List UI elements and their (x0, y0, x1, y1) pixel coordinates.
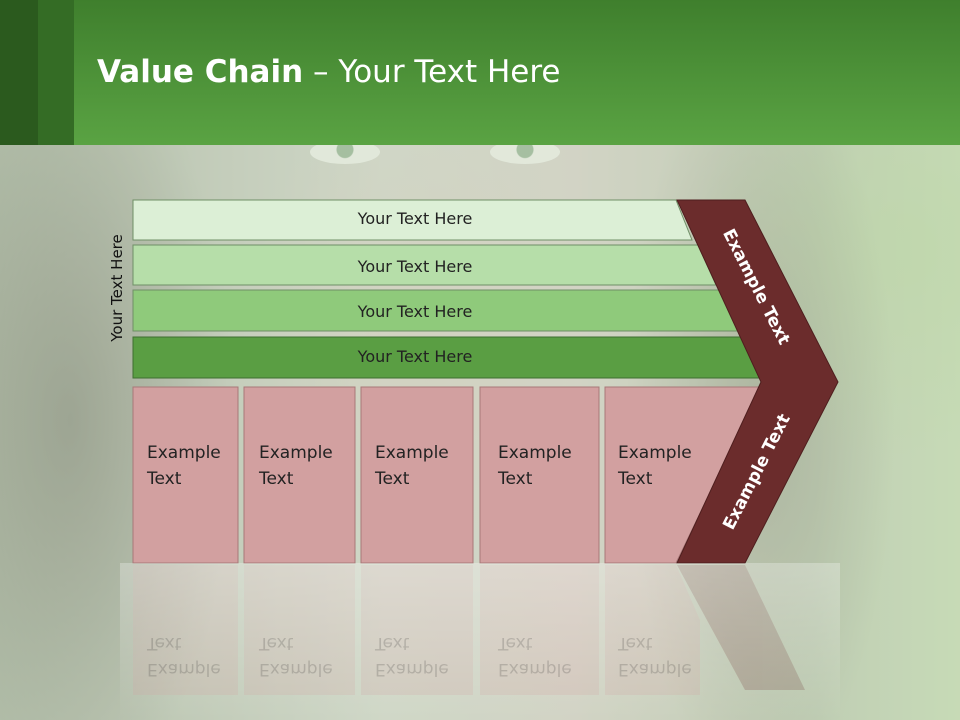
reflection-text-3: Example Text (375, 633, 449, 679)
row-label-3: Your Text Here (357, 302, 473, 321)
title-bold: Value Chain (97, 54, 304, 90)
reflection-text-4: Example Text (498, 633, 572, 679)
cell-box-1[interactable] (132, 386, 239, 564)
header-stripe-mid (38, 0, 74, 145)
title-rest: – Your Text Here (303, 54, 561, 90)
row-bar-1[interactable] (132, 199, 693, 241)
reflection-text-5: Example Text (618, 633, 692, 679)
reflection-text-2: Example Text (259, 633, 333, 679)
cell-box-2[interactable] (243, 386, 356, 564)
slide-title[interactable]: Value Chain – Your Text Here (97, 54, 560, 90)
reflection-text-1: Example Text (147, 633, 221, 679)
row-label-1: Your Text Here (357, 209, 473, 228)
header-stripe-dark (0, 0, 38, 145)
row-label-2: Your Text Here (357, 257, 473, 276)
title-bar: Value Chain – Your Text Here (0, 0, 960, 145)
reflection-fade (120, 563, 840, 720)
row-label-4: Your Text Here (357, 347, 473, 366)
